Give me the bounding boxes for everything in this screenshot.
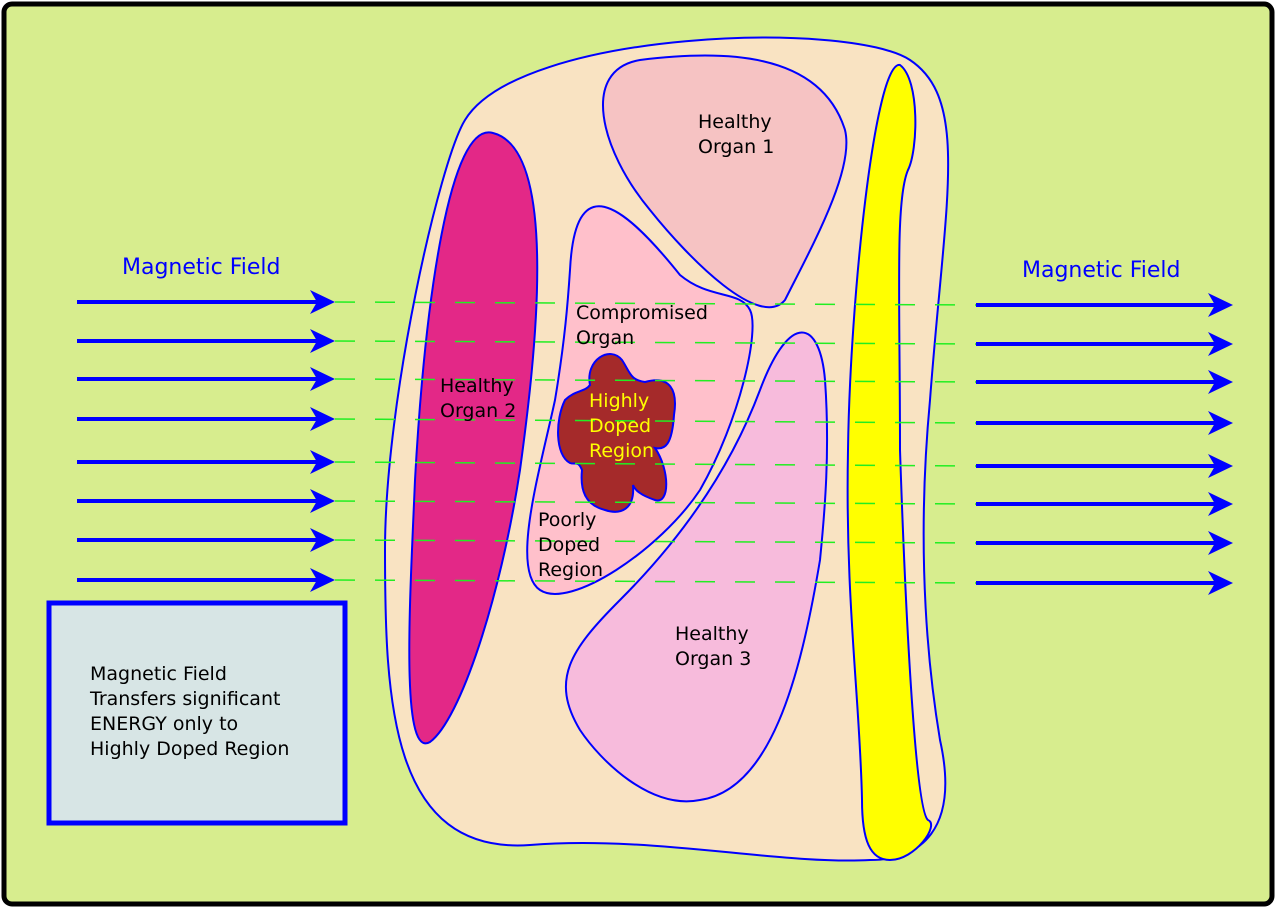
highly-doped-label-line: Region: [589, 440, 654, 462]
magnetic-field-label-right: Magnetic Field: [1022, 258, 1181, 283]
outgoing-field-arrow-head-icon: [1208, 370, 1233, 394]
incoming-field-arrow-head-icon: [310, 528, 335, 552]
note-text: Magnetic Field Transfers significant ENE…: [89, 663, 289, 760]
field-line-dashed: [334, 340, 977, 345]
outgoing-field-arrow-head-icon: [1208, 332, 1233, 356]
incoming-field-arrow-head-icon: [310, 450, 335, 474]
organ2-label-line: Healthy: [440, 375, 514, 397]
highly-doped-label-line: Doped: [589, 415, 651, 437]
healthy-organ-2: [408, 131, 539, 745]
incoming-field-arrow-head-icon: [310, 568, 335, 592]
highly-doped-label-line: Highly: [589, 390, 649, 412]
field-line-dashed: [334, 500, 977, 505]
incoming-field-arrow-head-icon: [310, 407, 335, 431]
incoming-field-arrow-head-icon: [310, 290, 335, 314]
note-box: [46, 600, 348, 826]
compromised-label-line: Compromised: [576, 302, 708, 324]
label-organ1: Healthy Organ 1: [698, 111, 774, 158]
organ3-label-line: Organ 3: [675, 648, 751, 670]
organ1-label-line: Healthy: [698, 111, 772, 133]
healthy-organ-3: [564, 331, 829, 803]
label-organ3: Healthy Organ 3: [675, 623, 751, 670]
incoming-field-arrow-head-icon: [310, 489, 335, 513]
poorly-doped-label-line: Poorly: [538, 509, 596, 531]
outgoing-field-arrow-head-icon: [1208, 492, 1233, 516]
yellow-strip: [846, 64, 933, 862]
healthy-organ-1: [602, 54, 848, 308]
note-line: Magnetic Field: [90, 663, 227, 685]
field-line-dashed: [334, 378, 977, 383]
field-arrows: [77, 290, 1233, 595]
organ2-label-line: Organ 2: [440, 400, 516, 422]
label-compromised: Compromised Organ: [576, 302, 708, 349]
note-line: Transfers significant: [89, 688, 280, 710]
magnetic-field-label-left: Magnetic Field: [122, 255, 281, 280]
outgoing-field-arrow-head-icon: [1208, 531, 1233, 555]
poorly-doped-label-line: Region: [538, 559, 603, 581]
label-poorly-doped: Poorly Doped Region: [538, 509, 603, 581]
organ1-label-line: Organ 1: [698, 136, 774, 158]
field-line-dashed: [334, 539, 977, 544]
field-line-dashed: [334, 418, 977, 424]
field-line-dashed: [334, 461, 977, 467]
note-line: ENERGY only to: [90, 713, 238, 735]
field-line-dashed: [334, 579, 977, 584]
outgoing-field-arrow-head-icon: [1208, 411, 1233, 435]
poorly-doped-label-line: Doped: [538, 534, 600, 556]
incoming-field-arrow-head-icon: [310, 329, 335, 353]
outgoing-field-arrow-head-icon: [1208, 454, 1233, 478]
label-organ2: Healthy Organ 2: [440, 375, 516, 422]
compromised-label-line: Organ: [576, 327, 634, 349]
outgoing-field-arrow-head-icon: [1208, 293, 1233, 317]
highly-doped-region: [557, 353, 676, 513]
field-line-dashed: [334, 301, 977, 306]
label-highly-doped: Highly Doped Region: [589, 390, 654, 462]
outgoing-field-arrow-head-icon: [1208, 571, 1233, 595]
organ3-label-line: Healthy: [675, 623, 749, 645]
incoming-field-arrow-head-icon: [310, 367, 335, 391]
note-line: Highly Doped Region: [90, 738, 289, 760]
